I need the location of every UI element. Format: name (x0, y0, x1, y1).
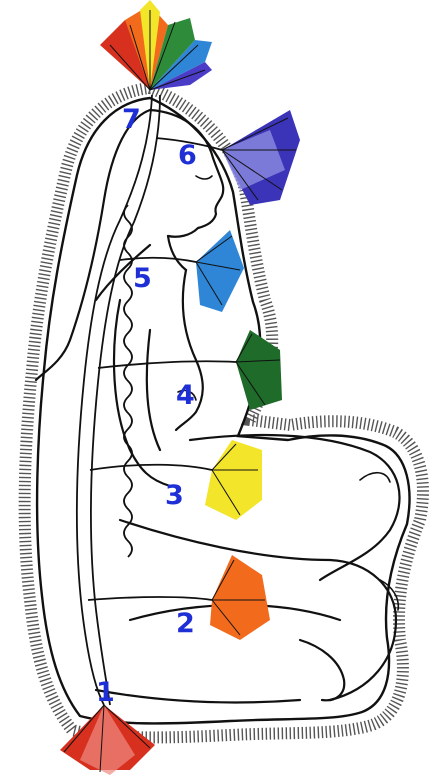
solar-plexus-chakra-brush (205, 440, 262, 520)
crown-chakra-brush (100, 0, 212, 90)
chakra-number-3: 3 (165, 480, 184, 511)
chakra-number-2: 2 (176, 608, 195, 639)
heart-chakra-brush (236, 330, 282, 410)
chakra-number-1: 1 (96, 677, 115, 708)
chakra-number-6: 6 (178, 140, 197, 171)
sacral-chakra-brush (210, 555, 270, 640)
chakra-number-7: 7 (122, 104, 141, 135)
chakra-number-5: 5 (133, 263, 152, 294)
root-chakra-brush (60, 705, 155, 775)
chakra-number-4: 4 (176, 380, 195, 411)
throat-chakra-brush (196, 230, 244, 312)
